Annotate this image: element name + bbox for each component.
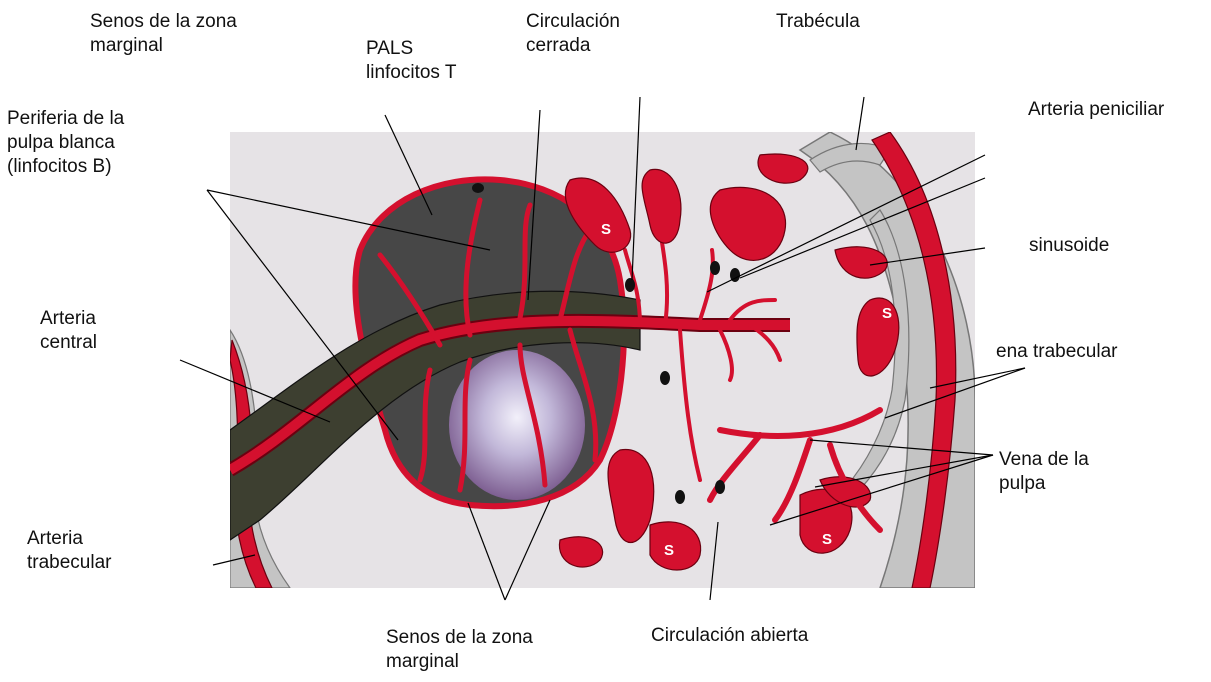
sinusoid-mark: S bbox=[882, 305, 892, 322]
sinusoid-mark: S bbox=[664, 542, 674, 559]
label-circulacion-abierta: Circulación abierta bbox=[651, 624, 808, 648]
sinusoid-mark: S bbox=[601, 221, 611, 238]
label-periferia-pulpa-blanca: Periferia de la pulpa blanca (linfocitos… bbox=[7, 107, 124, 179]
label-trabecula: Trabécula bbox=[776, 10, 860, 34]
label-vena-trabecular: ena trabecular bbox=[996, 340, 1117, 364]
label-arteria-peniciliar: Arteria peniciliar bbox=[1028, 98, 1164, 122]
label-arteria-trabecular: Arteria trabecular bbox=[27, 527, 112, 575]
label-circulacion-cerrada: Circulación cerrada bbox=[526, 10, 620, 58]
label-arteria-central: Arteria central bbox=[40, 307, 97, 355]
label-vena-pulpa: Vena de la pulpa bbox=[999, 448, 1089, 496]
label-senos-zona-marginal-top: Senos de la zona marginal bbox=[90, 10, 237, 58]
label-senos-zona-marginal-bottom: Senos de la zona marginal bbox=[386, 626, 533, 674]
sinusoid-mark: S bbox=[822, 531, 832, 548]
label-pals: PALS linfocitos T bbox=[366, 37, 456, 85]
label-sinusoide: sinusoide bbox=[1029, 234, 1109, 258]
